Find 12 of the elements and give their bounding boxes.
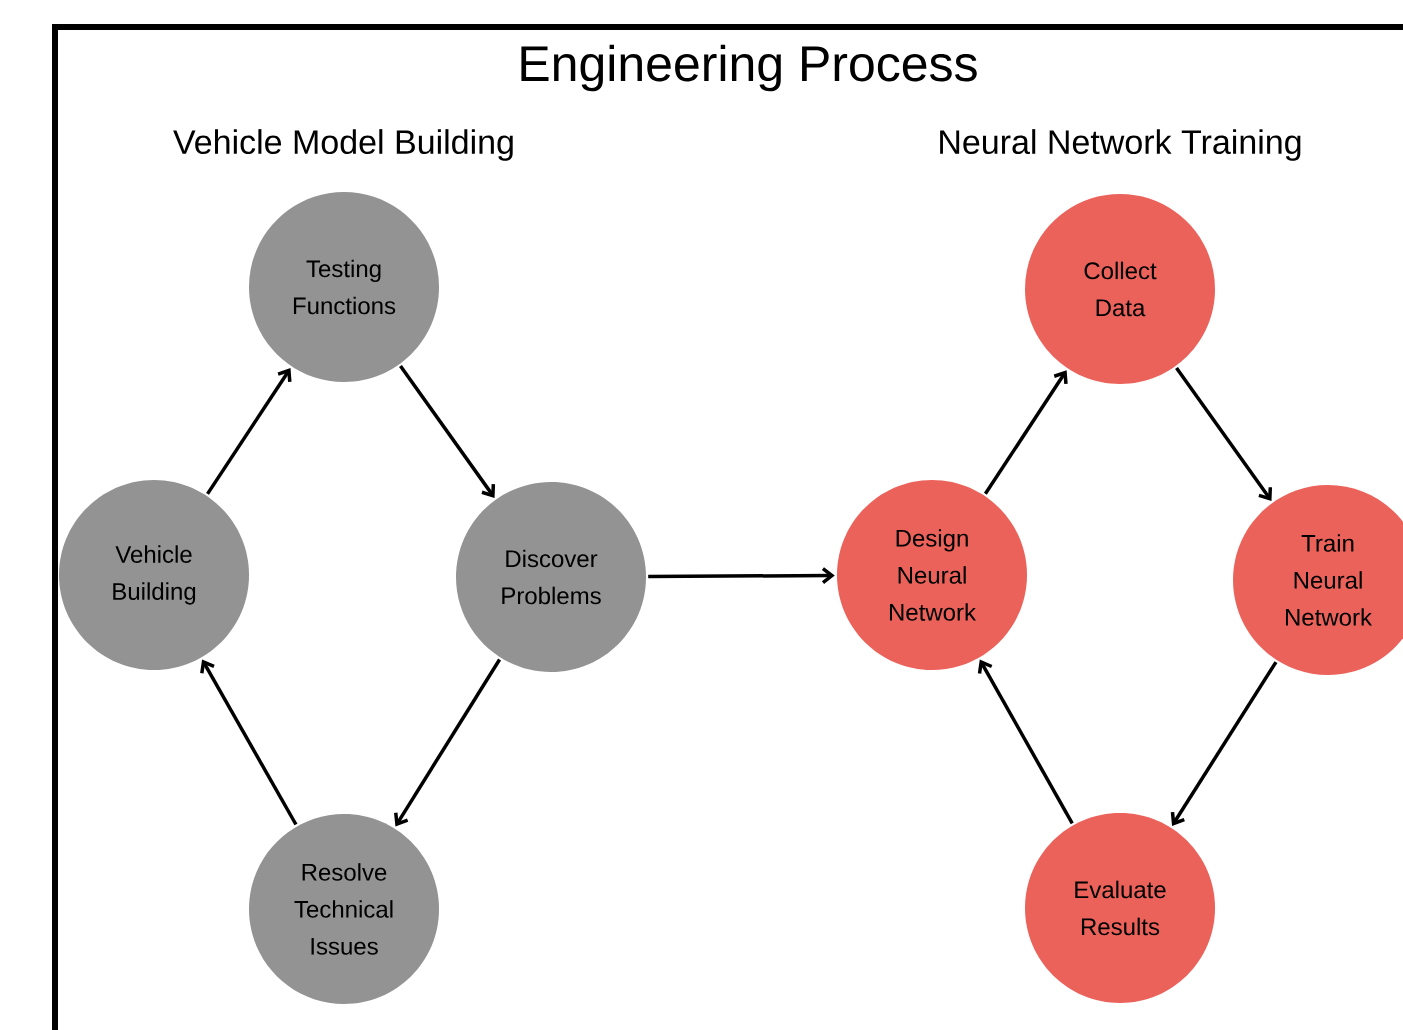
arrow [1175, 367, 1273, 501]
arrow [983, 370, 1068, 495]
arrow [206, 368, 292, 495]
arrow [648, 567, 835, 584]
arrow [1170, 661, 1278, 826]
arrow [399, 365, 496, 498]
arrow [977, 659, 1074, 825]
title: Engineering Process [521, 44, 977, 92]
section-heading: Vehicle Model Building [173, 129, 513, 161]
section-heading: Neural Network Training [940, 129, 1301, 161]
arrow [394, 658, 502, 827]
arrow [200, 659, 298, 826]
